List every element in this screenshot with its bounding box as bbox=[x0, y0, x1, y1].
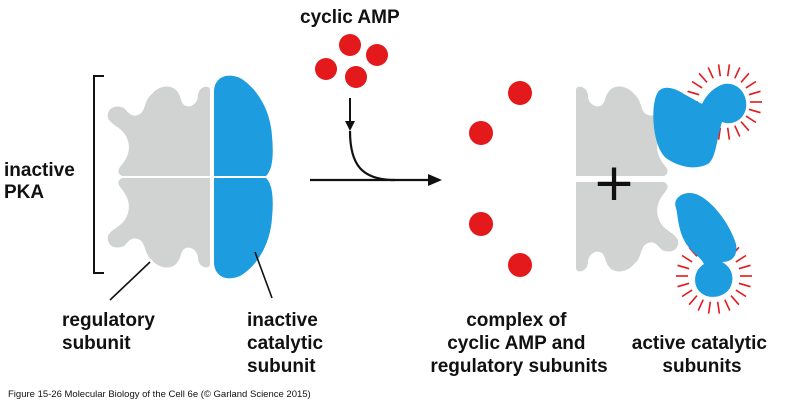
bound-camp bbox=[469, 121, 493, 145]
activity-ray bbox=[697, 299, 704, 311]
bound-camp bbox=[469, 212, 493, 236]
activity-ray bbox=[734, 125, 741, 137]
activity-ray bbox=[677, 282, 690, 288]
camp-molecule bbox=[339, 34, 361, 56]
label-active-catalytic-subunits: active catalytic subunits bbox=[632, 333, 772, 377]
activity-ray bbox=[748, 90, 761, 96]
active-catalytic-subunit-bottom bbox=[675, 192, 752, 314]
camp-molecule bbox=[315, 58, 337, 80]
regulatory-complex bbox=[469, 81, 679, 277]
activity-ray bbox=[734, 67, 741, 79]
catalytic-subunit-top bbox=[214, 75, 273, 176]
activity-ray bbox=[745, 80, 757, 89]
active-catalytic-subunit-top bbox=[653, 64, 762, 168]
activity-ray bbox=[698, 72, 708, 83]
activity-ray bbox=[677, 264, 690, 270]
activity-ray bbox=[717, 127, 722, 140]
label-cyclic-amp: cyclic AMP bbox=[300, 7, 400, 28]
activity-ray bbox=[740, 72, 750, 83]
activity-ray bbox=[738, 282, 751, 288]
label-complex: complex of cyclic AMP and regulatory sub… bbox=[430, 310, 607, 377]
label-regulatory-subunit: regulatory subunit bbox=[62, 310, 160, 354]
regulatory-subunit-bottom bbox=[107, 178, 210, 268]
activity-ray bbox=[745, 115, 757, 124]
activity-ray bbox=[740, 121, 750, 132]
activity-ray bbox=[748, 108, 761, 114]
label-inactive-pka: inactive PKA bbox=[4, 160, 80, 203]
activity-ray bbox=[717, 64, 722, 77]
activity-ray bbox=[716, 301, 721, 314]
cyclic-amp-cluster bbox=[315, 34, 388, 88]
camp-molecule bbox=[366, 44, 388, 66]
activity-ray bbox=[730, 295, 740, 306]
plus-sign: + bbox=[592, 153, 636, 213]
activity-ray bbox=[687, 90, 700, 96]
activity-ray bbox=[688, 295, 698, 306]
activity-ray bbox=[735, 289, 747, 298]
regulatory-subunit-leader bbox=[109, 261, 151, 301]
reaction-arrow bbox=[310, 98, 442, 186]
activity-ray bbox=[681, 254, 693, 263]
activity-ray bbox=[738, 264, 751, 270]
catalytic-subunit-bottom bbox=[214, 178, 273, 279]
figure-caption: Figure 15-26 Molecular Biology of the Ce… bbox=[8, 389, 311, 400]
bound-camp bbox=[508, 253, 532, 277]
activity-ray bbox=[681, 289, 693, 298]
activity-ray bbox=[707, 67, 714, 79]
label-inactive-catalytic-subunit: inactive catalytic subunit bbox=[247, 310, 328, 377]
activity-ray bbox=[707, 301, 712, 314]
bound-camp bbox=[508, 81, 532, 105]
pka-bracket bbox=[93, 75, 104, 274]
activity-ray bbox=[726, 64, 731, 77]
activity-ray bbox=[691, 80, 703, 89]
camp-molecule bbox=[345, 66, 367, 88]
activity-ray bbox=[726, 127, 731, 140]
activity-ray bbox=[735, 254, 747, 263]
regulatory-subunit-top bbox=[107, 86, 210, 176]
activity-ray bbox=[724, 299, 731, 311]
catalytic-subunit-leader bbox=[254, 251, 273, 299]
